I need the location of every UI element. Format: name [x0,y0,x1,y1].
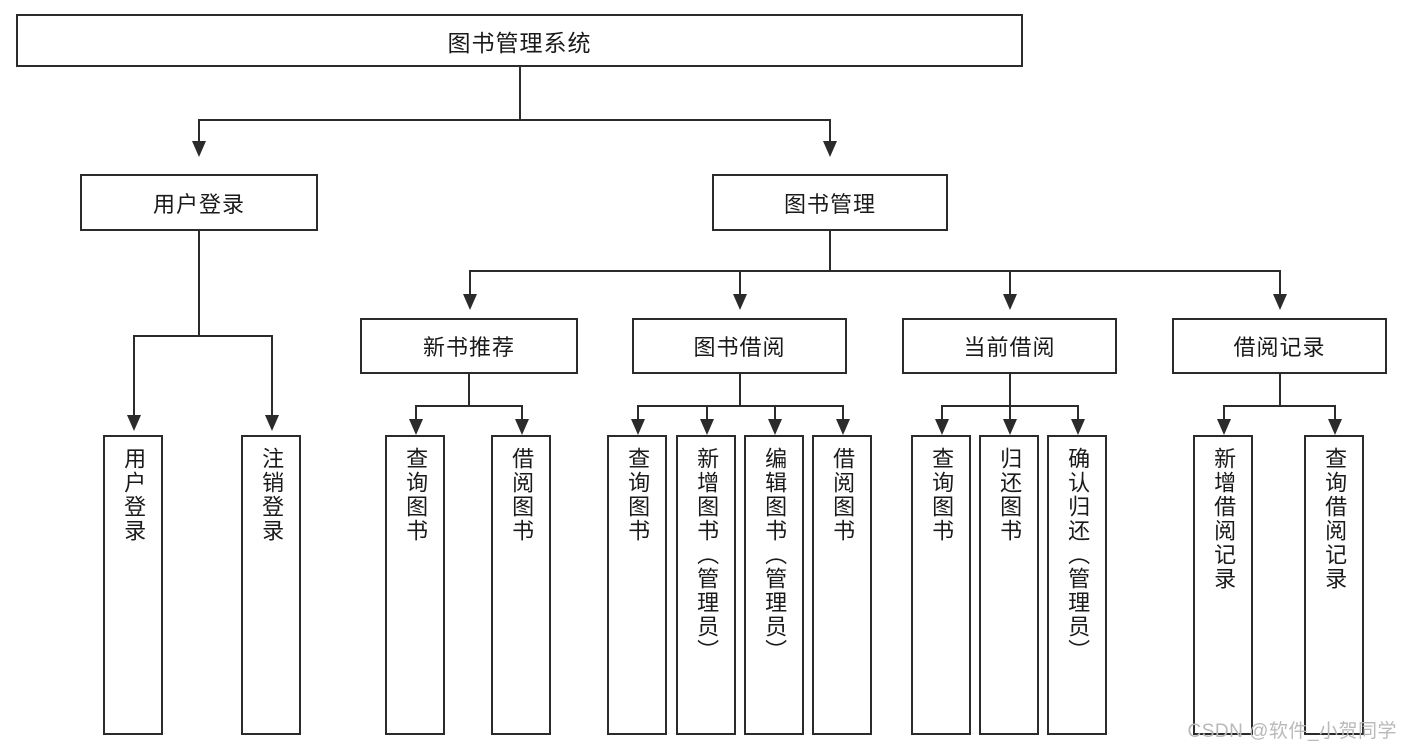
leaf-borrow-record-add-record[interactable]: 新增借阅记录 [1193,435,1253,735]
leaf-borrow-record-query-record[interactable]: 查询借阅记录 [1304,435,1364,735]
node-current-borrow[interactable]: 当前借阅 [902,318,1117,374]
connector-new-book-to-leaf-1 [415,405,417,421]
node-new-book-recommend[interactable]: 新书推荐 [360,318,578,374]
node-root-book-management-system[interactable]: 图书管理系统 [16,14,1023,67]
arrow-cb-to-leaf-3 [1071,419,1085,435]
node-label: 图书管理 [783,191,876,217]
leaf-book-borrow-edit-book-admin[interactable]: 编辑图书（管理员） [744,435,804,735]
arrow-new-book-to-leaf-2 [515,419,529,435]
leaf-new-book-borrow-book[interactable]: 借阅图书 [491,435,551,735]
arrow-bb-to-leaf-2 [700,419,714,435]
connector-borrow-record-bus [1223,405,1336,407]
leaf-label: 借阅图书 [509,447,535,543]
arrow-new-book-to-leaf-1 [409,419,423,435]
connector-book-borrow-trunk [739,374,741,406]
connector-root-to-user-login [198,119,200,143]
connector-bb-to-leaf-1 [637,405,639,421]
connector-root-to-book-management [829,119,831,143]
connector-new-book-bus [415,405,523,407]
arrow-user-login-to-leaf-2 [265,415,279,431]
connector-bm-to-book-borrow [739,270,741,296]
connector-br-to-leaf-2 [1334,405,1336,421]
arrow-root-to-user-login [192,141,206,157]
arrow-br-to-leaf-1 [1217,419,1231,435]
leaf-current-borrow-confirm-return-admin[interactable]: 确认归还（管理员） [1047,435,1107,735]
leaf-user-login-logout[interactable]: 注销登录 [241,435,301,735]
leaf-label: 注销登录 [259,447,285,543]
connector-user-login-trunk [198,231,200,336]
arrow-br-to-leaf-2 [1328,419,1342,435]
connector-new-book-to-leaf-2 [521,405,523,421]
leaf-label: 查询图书 [625,447,651,543]
node-label: 当前借阅 [963,335,1056,360]
leaf-label: 编辑图书（管理员） [762,447,788,663]
connector-user-login-bus [133,335,273,337]
node-label: 新书推荐 [422,335,515,360]
connector-book-management-bus [469,270,1280,272]
connector-bb-to-leaf-2 [706,405,708,421]
leaf-book-borrow-borrow-book[interactable]: 借阅图书 [812,435,872,735]
arrow-bb-to-leaf-3 [768,419,782,435]
leaf-label: 借阅图书 [830,447,856,543]
connector-root-bus [198,119,830,121]
arrow-cb-to-leaf-2 [1003,419,1017,435]
leaf-label: 新增图书（管理员） [694,447,720,663]
connector-cb-to-leaf-2 [1009,405,1011,421]
connector-cb-to-leaf-1 [941,405,943,421]
leaf-label: 查询图书 [929,447,955,543]
connector-br-to-leaf-1 [1223,405,1225,421]
arrow-bm-to-current-borrow [1003,294,1017,310]
leaf-label: 用户登录 [121,447,147,543]
arrow-root-to-book-management [823,141,837,157]
connector-bb-to-leaf-3 [774,405,776,421]
connector-current-borrow-trunk [1009,374,1011,406]
arrow-cb-to-leaf-1 [935,419,949,435]
arrow-bm-to-book-borrow [733,294,747,310]
connector-book-borrow-bus [637,405,843,407]
arrow-bb-to-leaf-4 [836,419,850,435]
arrow-bm-to-borrow-record [1273,294,1287,310]
connector-bm-to-borrow-record [1279,270,1281,296]
node-user-login[interactable]: 用户登录 [80,174,318,231]
leaf-current-borrow-return-book[interactable]: 归还图书 [979,435,1039,735]
connector-book-management-trunk [829,231,831,272]
leaf-label: 查询图书 [403,447,429,543]
arrow-bm-to-new-book [463,294,477,310]
connector-bm-to-new-book [469,270,471,296]
connector-root-trunk [519,67,521,120]
connector-user-login-to-leaf-1 [133,335,135,417]
arrow-bb-to-leaf-1 [631,419,645,435]
leaf-label: 新增借阅记录 [1211,447,1237,591]
node-book-management[interactable]: 图书管理 [712,174,948,231]
node-label: 用户登录 [152,191,245,217]
node-book-borrow[interactable]: 图书借阅 [632,318,847,374]
node-label: 图书管理系统 [447,29,592,56]
node-label: 图书借阅 [693,335,786,360]
csdn-watermark: CSDN @软件_小贺同学 [1187,721,1397,742]
connector-new-book-trunk [468,374,470,406]
leaf-book-borrow-query-book[interactable]: 查询图书 [607,435,667,735]
connector-cb-to-leaf-3 [1077,405,1079,421]
arrow-user-login-to-leaf-1 [127,415,141,431]
node-borrow-record[interactable]: 借阅记录 [1172,318,1387,374]
leaf-book-borrow-add-book-admin[interactable]: 新增图书（管理员） [676,435,736,735]
leaf-new-book-query-book[interactable]: 查询图书 [385,435,445,735]
connector-borrow-record-trunk [1279,374,1281,406]
connector-bb-to-leaf-4 [842,405,844,421]
connector-bm-to-current-borrow [1009,270,1011,296]
connector-user-login-to-leaf-2 [271,335,273,417]
leaf-label: 确认归还（管理员） [1065,447,1091,663]
leaf-current-borrow-query-book[interactable]: 查询图书 [911,435,971,735]
leaf-label: 查询借阅记录 [1322,447,1348,591]
leaf-label: 归还图书 [997,447,1023,543]
node-label: 借阅记录 [1233,335,1326,360]
leaf-user-login-login[interactable]: 用户登录 [103,435,163,735]
